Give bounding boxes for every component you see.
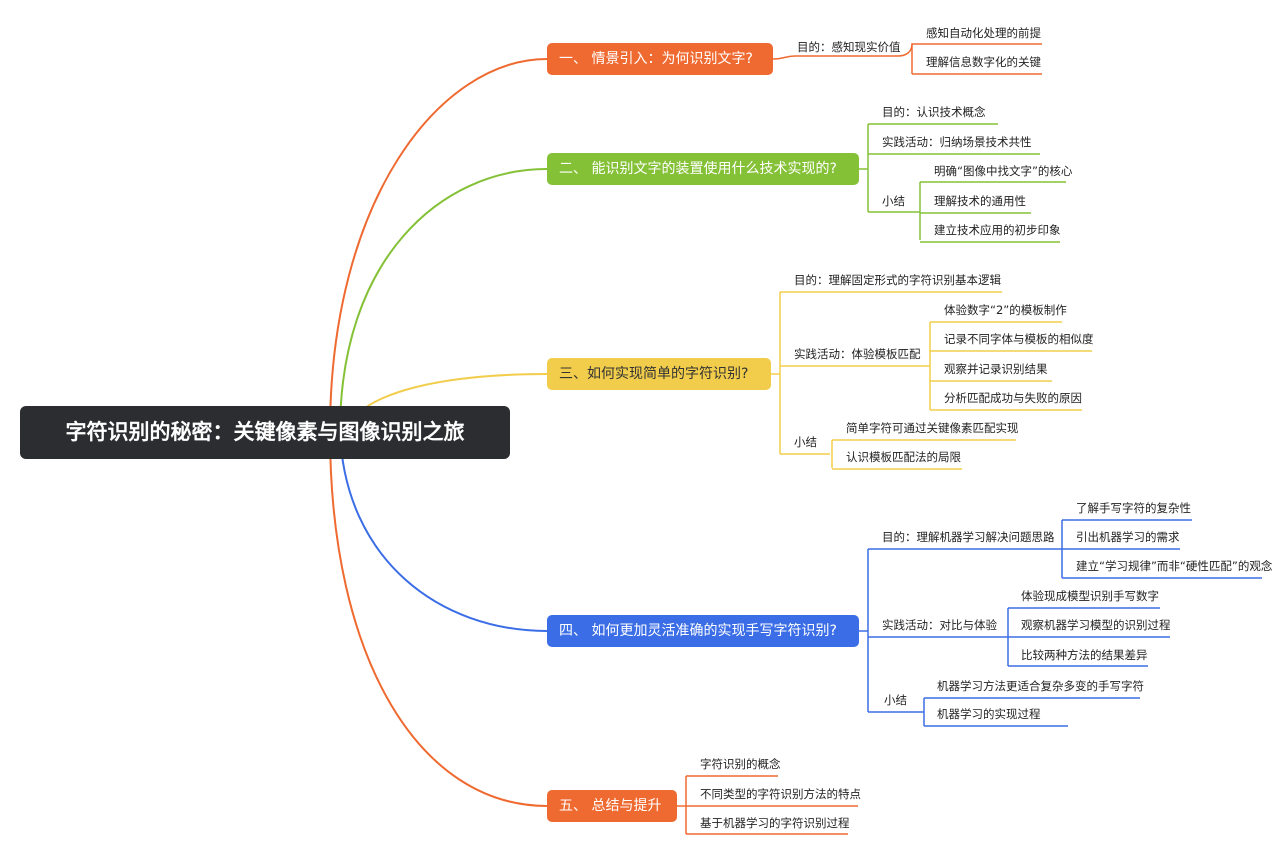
branch4-connectors — [859, 519, 1262, 727]
b4-summary[interactable]: 小结 — [884, 693, 907, 707]
branch-3-title[interactable]: 三、如何实现简单的字符识别? — [547, 358, 771, 390]
b1-goal-item-1[interactable]: 感知自动化处理的前提 — [926, 26, 1041, 40]
b4-practice-item-2[interactable]: 观察机器学习模型的识别过程 — [1021, 618, 1171, 632]
b4-practice[interactable]: 实践活动：对比与体验 — [882, 618, 997, 632]
b4-practice-item-3[interactable]: 比较两种方法的结果差异 — [1021, 648, 1148, 662]
b3-practice-item-2[interactable]: 记录不同字体与模板的相似度 — [944, 332, 1094, 346]
b3-goal[interactable]: 目的：理解固定形式的字符识别基本逻辑 — [794, 273, 1001, 287]
b2-summary-item-2[interactable]: 理解技术的通用性 — [934, 194, 1026, 208]
branch2-connectors — [859, 123, 1066, 243]
b4-goal-item-2[interactable]: 引出机器学习的需求 — [1076, 530, 1180, 544]
branch-2-title[interactable]: 二、 能识别文字的装置使用什么技术实现的? — [547, 153, 859, 185]
branch3-connectors — [771, 291, 1092, 470]
b1-goal[interactable]: 目的：感知现实价值 — [797, 40, 901, 54]
b3-summary-item-2[interactable]: 认识模板匹配法的局限 — [846, 450, 961, 464]
b3-summary-item-1[interactable]: 简单字符可通过关键像素匹配实现 — [846, 421, 1019, 435]
b4-summary-item-2[interactable]: 机器学习的实现过程 — [937, 707, 1041, 721]
branch-1-title[interactable]: 一、 情景引入：为何识别文字? — [547, 43, 773, 75]
b2-summary-item-1[interactable]: 明确“图像中找文字”的核心 — [934, 164, 1073, 178]
b2-summary[interactable]: 小结 — [882, 194, 905, 208]
b3-practice[interactable]: 实践活动：体验模板匹配 — [794, 347, 921, 361]
branch-4-title[interactable]: 四、 如何更加灵活准确的实现手写字符识别? — [547, 615, 859, 647]
b4-practice-item-1[interactable]: 体验现成模型识别手写数字 — [1021, 589, 1159, 603]
b5-item-3[interactable]: 基于机器学习的字符识别过程 — [700, 816, 850, 830]
branch-5-title[interactable]: 五、 总结与提升 — [547, 790, 677, 822]
b3-practice-item-4[interactable]: 分析匹配成功与失败的原因 — [944, 391, 1082, 405]
b3-summary[interactable]: 小结 — [794, 435, 817, 449]
connector-root-b4 — [339, 431, 548, 632]
connector-root-b2 — [339, 168, 548, 433]
b3-practice-item-3[interactable]: 观察并记录识别结果 — [944, 362, 1048, 376]
b3-practice-item-1[interactable]: 体验数字“2”的模板制作 — [944, 303, 1067, 317]
b2-summary-item-3[interactable]: 建立技术应用的初步印象 — [934, 223, 1061, 237]
root-topic[interactable]: 字符识别的秘密：关键像素与图像识别之旅 — [20, 406, 510, 459]
b4-goal[interactable]: 目的：理解机器学习解决问题思路 — [882, 530, 1055, 544]
connector-root-b1 — [329, 58, 548, 433]
b4-goal-item-1[interactable]: 了解手写字符的复杂性 — [1076, 501, 1191, 515]
branch1-connectors — [772, 43, 1042, 75]
connector-root-b5 — [329, 431, 548, 807]
b5-item-1[interactable]: 字符识别的概念 — [700, 757, 781, 771]
b5-item-2[interactable]: 不同类型的字符识别方法的特点 — [700, 787, 861, 801]
b1-goal-item-2[interactable]: 理解信息数字化的关键 — [926, 55, 1041, 69]
b4-goal-item-3[interactable]: 建立“学习规律”而非“硬性匹配”的观念 — [1076, 559, 1273, 573]
branch5-connectors — [677, 775, 858, 835]
b2-practice[interactable]: 实践活动：归纳场景技术共性 — [882, 135, 1032, 149]
b2-goal[interactable]: 目的：认识技术概念 — [882, 105, 986, 119]
b4-summary-item-1[interactable]: 机器学习方法更适合复杂多变的手写字符 — [937, 679, 1144, 693]
